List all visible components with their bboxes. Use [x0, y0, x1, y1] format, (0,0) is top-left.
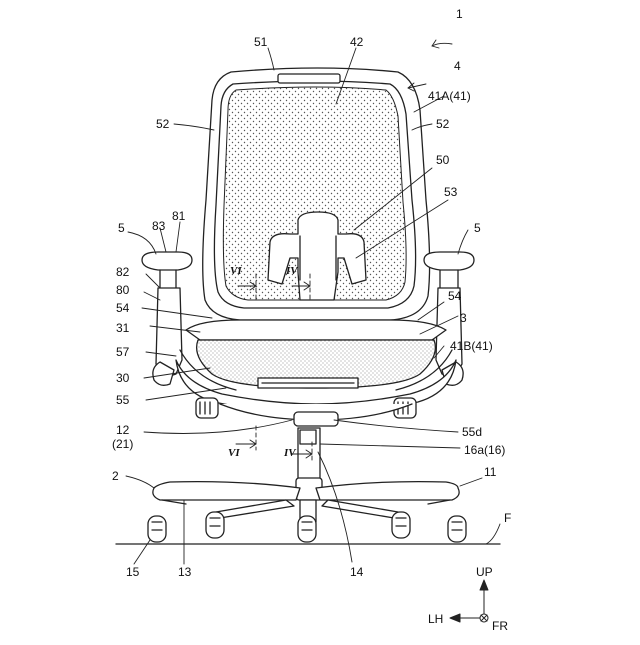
label-81: 81: [172, 210, 185, 222]
armrest-pad-left: [142, 252, 192, 270]
caster-right: [448, 516, 466, 542]
label-5-right: 5: [474, 222, 481, 234]
caster-front: [298, 516, 316, 542]
label-1: 1: [456, 8, 463, 20]
label-52-right: 52: [436, 118, 449, 130]
label-31: 31: [116, 322, 129, 334]
axis-label-lh: LH: [428, 613, 443, 625]
section-label-VI-top: VI: [230, 266, 242, 277]
caster-front-right: [392, 512, 410, 538]
label-41B: 41B(41): [450, 340, 493, 352]
label-54-right: 54: [448, 290, 461, 302]
base-leg-right: [316, 482, 459, 500]
label-15: 15: [126, 566, 139, 578]
label-5-left: 5: [118, 222, 125, 234]
label-50: 50: [436, 154, 449, 166]
caster-front-left: [206, 512, 224, 538]
label-80: 80: [116, 284, 129, 296]
label-4: 4: [454, 60, 461, 72]
label-83: 83: [152, 220, 165, 232]
label-51: 51: [254, 36, 267, 48]
label-16a: 16a(16): [464, 444, 505, 456]
axis-indicator: [450, 580, 488, 622]
label-F: F: [504, 512, 511, 524]
label-30: 30: [116, 372, 129, 384]
top-handle: [278, 74, 340, 83]
base-leg-front-right: [322, 500, 398, 518]
label-57: 57: [116, 346, 129, 358]
base-leg-left: [153, 482, 300, 500]
seat-back-edge: [186, 320, 446, 340]
label-2: 2: [112, 470, 119, 482]
label-53: 53: [444, 186, 457, 198]
label-13: 13: [178, 566, 191, 578]
axis-label-fr: FR: [492, 620, 508, 632]
armrest-pad-right: [424, 252, 474, 270]
section-label-VI-bottom: VI: [228, 448, 240, 459]
armrest-left: [142, 252, 192, 385]
label-55d: 55d: [462, 426, 482, 438]
seat: [176, 320, 456, 420]
label-54-left: 54: [116, 302, 129, 314]
section-label-IV-top: IV: [286, 266, 298, 277]
caster-left-rear: [196, 398, 218, 418]
base-leg-front-left: [216, 500, 294, 518]
label-82: 82: [116, 266, 129, 278]
label-11: 11: [484, 466, 496, 478]
section-label-IV-bottom: IV: [284, 448, 296, 459]
label-42: 42: [350, 36, 363, 48]
label-41A: 41A(41): [428, 90, 471, 102]
label-21: (21): [112, 438, 133, 450]
label-3: 3: [460, 312, 467, 324]
label-52-left: 52: [156, 118, 169, 130]
caster-15: [148, 516, 166, 542]
label-14: 14: [350, 566, 363, 578]
label-12: 12: [116, 424, 129, 436]
axis-label-up: UP: [476, 566, 493, 578]
backrest: [203, 68, 430, 320]
label-55: 55: [116, 394, 129, 406]
